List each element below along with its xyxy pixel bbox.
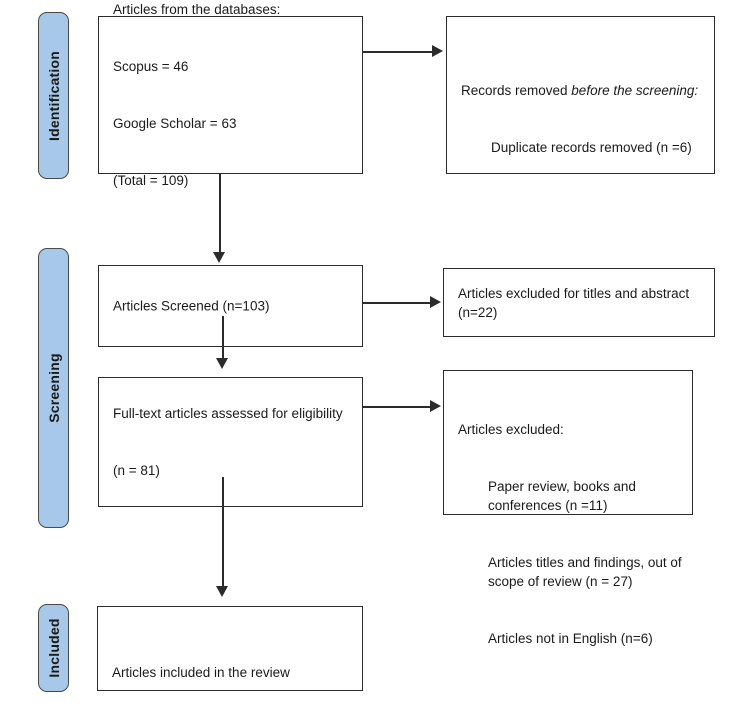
stage-label-identification: Identification bbox=[45, 50, 62, 141]
connector-databases-to-screened bbox=[219, 174, 221, 254]
excluded-fulltext-item-3: Articles not in English (n=6) bbox=[488, 631, 653, 646]
included-box: Articles included in the review (n = 37) bbox=[97, 606, 363, 691]
excluded-fulltext-item-2: Articles titles and findings, out of sco… bbox=[488, 555, 686, 589]
fulltext-line-1: Full-text articles assessed for eligibil… bbox=[113, 406, 343, 421]
arrowhead-records-removed bbox=[432, 45, 443, 57]
articles-screened-line-1: Articles Screened (n=103) bbox=[113, 298, 270, 314]
fulltext-box: Full-text articles assessed for eligibil… bbox=[98, 377, 363, 507]
excluded-fulltext-box-text: Articles excluded: Paper review, books a… bbox=[458, 382, 682, 686]
excluded-titles-box: Articles excluded for titles and abstrac… bbox=[443, 268, 715, 337]
connector-fulltext-to-included bbox=[222, 477, 224, 589]
excluded-fulltext-box: Articles excluded: Paper review, books a… bbox=[443, 370, 693, 646]
excluded-titles-line-1: Articles excluded for titles and abstrac… bbox=[458, 285, 693, 320]
excluded-titles-box-text: Articles excluded for titles and abstrac… bbox=[458, 246, 704, 360]
records-removed-heading-colon: : bbox=[694, 83, 699, 98]
databases-line-2: Scopus = 46 bbox=[113, 59, 189, 74]
included-box-text: Articles included in the review (n = 37) bbox=[112, 625, 352, 721]
arrowhead-excluded-fulltext bbox=[430, 400, 441, 412]
arrowhead-screened bbox=[213, 252, 225, 263]
records-removed-heading-italic: before the screening bbox=[571, 83, 695, 98]
connector-screened-to-excluded-titles bbox=[363, 302, 431, 304]
records-removed-box: Records removed before the screening: Du… bbox=[446, 16, 715, 174]
records-removed-heading: Records removed before the screening: bbox=[461, 81, 704, 100]
records-removed-item-1: Duplicate records removed (n =6) bbox=[491, 140, 692, 155]
connector-fulltext-to-excluded-fulltext bbox=[363, 406, 431, 408]
articles-screened-box: Articles Screened (n=103) bbox=[98, 265, 363, 347]
stage-bar-identification: Identification bbox=[38, 12, 69, 179]
records-removed-box-text: Records removed before the screening: Du… bbox=[461, 43, 704, 195]
databases-line-4: (Total = 109) bbox=[113, 173, 189, 188]
fulltext-box-text: Full-text articles assessed for eligibil… bbox=[113, 366, 352, 518]
fulltext-line-2: (n = 81) bbox=[113, 463, 160, 478]
connector-screened-to-fulltext bbox=[222, 316, 224, 361]
databases-box: Articles from the databases: Scopus = 46… bbox=[98, 2, 363, 188]
stage-label-screening: Screening bbox=[45, 353, 62, 423]
stage-label-included: Included bbox=[45, 618, 62, 678]
records-removed-heading-plain: Records removed bbox=[461, 83, 572, 98]
databases-line-3: Google Scholar = 63 bbox=[113, 116, 237, 131]
databases-box-text: Articles from the databases: Scopus = 46… bbox=[113, 0, 352, 228]
arrowhead-fulltext bbox=[216, 358, 228, 369]
stage-bar-included: Included bbox=[38, 604, 69, 692]
articles-screened-box-text: Articles Screened (n=103) bbox=[113, 259, 352, 354]
arrowhead-excluded-titles bbox=[430, 296, 441, 308]
included-line-1: Articles included in the review bbox=[112, 665, 290, 680]
stage-bar-screening: Screening bbox=[38, 248, 69, 528]
excluded-fulltext-item-1: Paper review, books and conferences (n =… bbox=[488, 479, 640, 513]
connector-databases-to-records-removed bbox=[363, 51, 434, 53]
arrowhead-included bbox=[216, 586, 228, 597]
databases-line-1: Articles from the databases: bbox=[113, 2, 281, 17]
excluded-fulltext-heading: Articles excluded: bbox=[458, 422, 564, 437]
